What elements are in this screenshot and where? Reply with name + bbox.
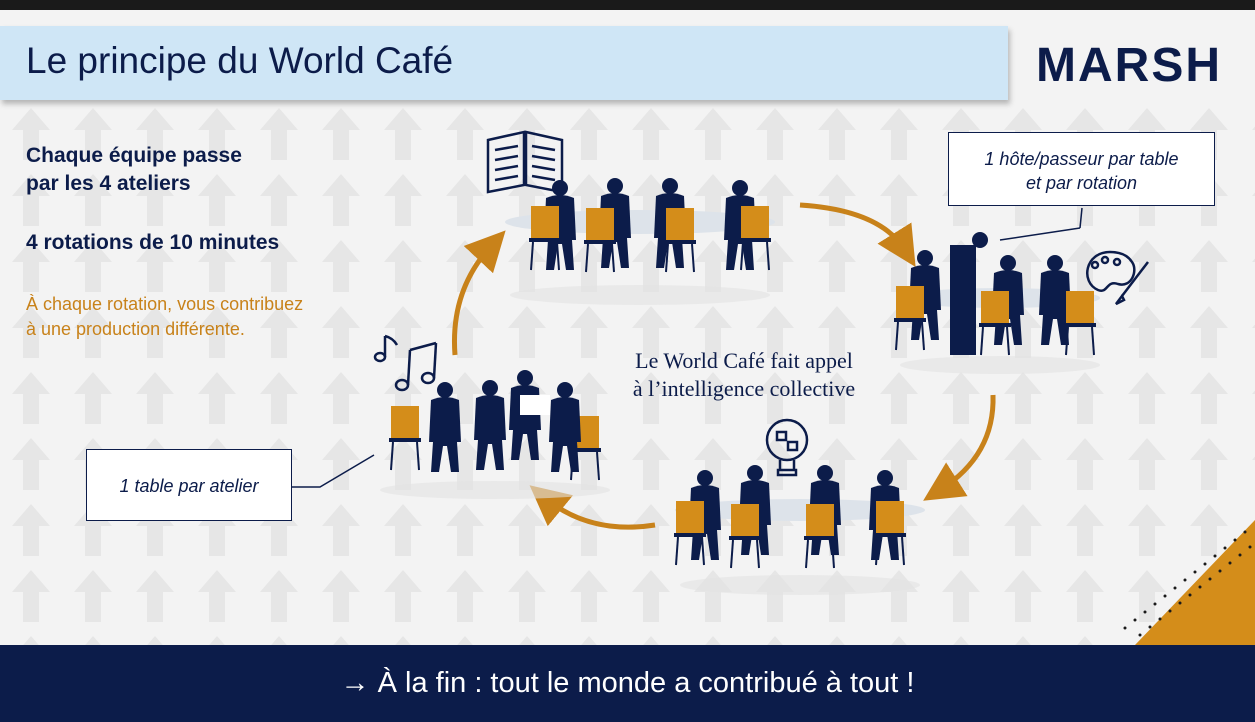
host-box: 1 hôte/passeur par table et par rotation xyxy=(948,132,1215,206)
rotations-text: 4 rotations de 10 minutes xyxy=(26,231,280,254)
host-box-line-2: et par rotation xyxy=(1025,173,1138,193)
contribution-line-1: À chaque rotation, vous contribuez xyxy=(26,294,304,314)
arrow-top-right xyxy=(799,202,916,267)
book-icon xyxy=(486,130,564,194)
footer-band: → À la fin : tout le monde a contribué à… xyxy=(0,645,1255,722)
footer-message: → À la fin : tout le monde a contribué à… xyxy=(340,667,915,699)
host-box-connector xyxy=(1079,207,1083,229)
arrow-bottom-left xyxy=(529,485,656,530)
top-bar xyxy=(0,0,1255,10)
table-group-top xyxy=(505,178,775,305)
collective-intelligence-text: Le World Café fait appel à l’intelligenc… xyxy=(600,347,888,403)
title-band: Le principe du World Café xyxy=(0,26,1008,100)
contribution-text: À chaque rotation, vous contribuez à une… xyxy=(26,292,303,342)
table-group-bottom xyxy=(673,465,925,595)
arrow-left-up xyxy=(451,230,506,356)
decorative-corner-triangle xyxy=(1123,520,1255,645)
teams-line-1: Chaque équipe passe xyxy=(26,144,242,167)
music-notes-icon xyxy=(373,334,438,392)
table-group-left xyxy=(380,370,610,499)
collective-line-1: Le World Café fait appel xyxy=(635,348,853,373)
puzzle-lightbulb-icon xyxy=(765,418,809,477)
teams-text: Chaque équipe passe par les 4 ateliers xyxy=(26,142,242,198)
table-box-connector xyxy=(292,454,375,488)
palette-icon xyxy=(1086,250,1149,306)
collective-line-2: à l’intelligence collective xyxy=(632,376,856,401)
page-title: Le principe du World Café xyxy=(26,40,454,81)
arrow-right-down xyxy=(923,394,996,501)
table-group-right xyxy=(893,232,1100,374)
table-box: 1 table par atelier xyxy=(86,449,292,521)
teams-line-2: par les 4 ateliers xyxy=(26,172,191,195)
contribution-line-2: à une production différente. xyxy=(26,319,245,339)
marsh-logo: MARSH xyxy=(1036,39,1222,92)
host-box-connector-2 xyxy=(999,227,1081,241)
host-box-line-1: 1 hôte/passeur par table xyxy=(984,149,1179,169)
